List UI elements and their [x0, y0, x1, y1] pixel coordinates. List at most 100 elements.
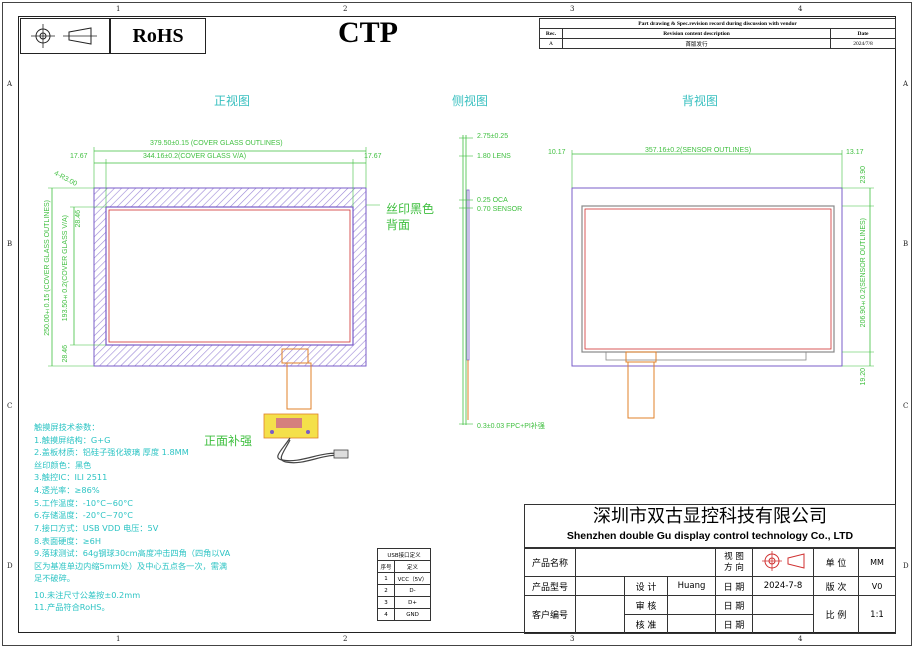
- tb-design-label: 设 计: [624, 576, 668, 596]
- tb-customer-no-label: 客户编号: [524, 595, 576, 634]
- zone-top-3: 3: [570, 5, 575, 13]
- callout-silk-black: 丝印黑色: [386, 202, 435, 216]
- revision-desc: 首版发行: [562, 38, 831, 49]
- tb-approve-date-value: [752, 614, 814, 634]
- dim-side-fpc: 0.3±0.03 FPC+PI补强: [477, 423, 545, 430]
- rohs-label: RoHS: [110, 18, 206, 54]
- tb-customer-no-value: [575, 595, 625, 634]
- tb-approve-label: 核 准: [624, 614, 668, 634]
- usb-row-1-n: 1: [377, 572, 395, 585]
- dim-cover-outline-height: 250.00±0.15 (COVER GLASS OUTLINES): [44, 200, 51, 336]
- revision-col-date: Date: [830, 28, 896, 39]
- revision-title: Part drawing & Spec.revision record duri…: [539, 18, 896, 29]
- front-view-title: 正视图: [214, 94, 251, 108]
- usb-col-index: 序号: [377, 560, 395, 573]
- dim-va-bottom: 28.46: [62, 345, 69, 363]
- tb-version-value: V0: [858, 576, 896, 596]
- revision-date: 2024/7/8: [830, 38, 896, 49]
- zone-right-a: A: [903, 80, 909, 88]
- cover-glass-va: [105, 206, 354, 346]
- tb-check-label: 审 核: [624, 595, 668, 615]
- zone-top-2: 2: [343, 5, 348, 13]
- dim-va-top: 28.46: [75, 210, 82, 228]
- back-cover-outline: [571, 187, 843, 367]
- company-name-en: Shenzhen double Gu display control techn…: [566, 530, 854, 542]
- usb-row-2-n: 2: [377, 584, 395, 597]
- tb-unit-value: MM: [858, 548, 896, 577]
- zone-bottom-3: 3: [570, 635, 575, 643]
- tb-view-direction-symbol: [752, 548, 814, 577]
- zone-left-a: A: [7, 80, 13, 88]
- spec-line-6: 5.工作温度：-10°C~60°C: [34, 498, 134, 508]
- usb-row-3-n: 3: [377, 596, 395, 609]
- spec-line-3: 丝印颜色：黑色: [34, 460, 92, 470]
- spec-line-13: 10.未注尺寸公差按±0.2mm: [34, 590, 141, 600]
- usb-row-4-d: GND: [394, 608, 431, 621]
- revision-col-desc: Revision content description: [562, 28, 831, 39]
- spec-line-7: 6.存储温度：-20°C~70°C: [34, 510, 134, 520]
- zone-top-4: 4: [798, 5, 803, 13]
- tb-check-value: [667, 595, 716, 615]
- tb-check-date-label: 日 期: [715, 595, 753, 615]
- title-block-table: 产品名称 视 图 方 向 单 位 MM 产品型号 设 计 Huang 日 期 2…: [524, 548, 896, 634]
- spec-line-12: 足不破碎。: [34, 573, 75, 583]
- zone-right-b: B: [903, 240, 909, 248]
- zone-left-d: D: [7, 562, 13, 570]
- dim-sensor-width: 357.16±0.2(SENSOR OUTLINES): [645, 147, 752, 154]
- spec-line-5: 4.透光率：≥86%: [34, 485, 100, 495]
- revision-table: Part drawing & Spec.revision record duri…: [539, 18, 896, 49]
- sensor-outline: [581, 205, 835, 353]
- dim-side-lens: 1.80 LENS: [477, 153, 511, 160]
- side-view-drawing: [459, 135, 473, 425]
- tb-unit-label: 单 位: [813, 548, 859, 577]
- usb-col-def: 定义: [394, 560, 431, 573]
- usb-row-2-d: D-: [394, 584, 431, 597]
- side-view-title: 侧视图: [452, 94, 489, 108]
- spec-title: 触摸屏技术参数：: [34, 422, 100, 432]
- dim-front-margin-right: 17.67: [364, 153, 382, 160]
- tb-date-value: 2024-7-8: [752, 576, 814, 596]
- zone-bottom-2: 2: [343, 635, 348, 643]
- zone-left-b: B: [7, 240, 13, 248]
- company-box: 深圳市双古显控科技有限公司 Shenzhen double Gu display…: [524, 504, 896, 548]
- usb-cable-drawing: [263, 413, 349, 464]
- zone-top-1: 1: [116, 5, 121, 13]
- dim-back-margin-right: 13.17: [846, 149, 864, 156]
- revision-rec: A: [539, 38, 563, 49]
- projection-symbol-small-icon: [762, 551, 805, 571]
- spec-line-10: 9.落球测试：64g钢球30cm高度冲击四角（四角以VA: [34, 548, 231, 558]
- dim-back-top: 23.90: [860, 166, 867, 184]
- back-view-drawing: [571, 150, 874, 419]
- spec-line-2: 2.盖板材质：铝硅子强化玻璃 厚度 1.8MM: [34, 447, 189, 457]
- tb-approve-date-label: 日 期: [715, 614, 753, 634]
- dim-back-margin-left: 10.17: [548, 149, 566, 156]
- tb-check-date-value: [752, 595, 814, 615]
- dim-side-oca: 0.25 OCA: [477, 197, 508, 204]
- dim-cover-outline-width: 379.50±0.15 (COVER GLASS OUTLINES): [150, 140, 283, 147]
- zone-left-c: C: [7, 402, 13, 410]
- zone-right-d: D: [903, 562, 909, 570]
- callout-front-patch: 正面补强: [204, 434, 253, 448]
- dim-back-bottom: 19.20: [860, 368, 867, 386]
- tb-product-model-value: [575, 576, 625, 596]
- projection-symbol-icon: [31, 24, 97, 48]
- spec-line-4: 3.触控IC：ILI 2511: [34, 472, 108, 482]
- tb-view-direction-label: 视 图 方 向: [715, 548, 753, 577]
- usb-row-3-d: D+: [394, 596, 431, 609]
- tb-product-name-label: 产品名称: [524, 548, 576, 577]
- dim-va-height: 193.50±0.2(COVER GLASS V/A): [62, 215, 69, 322]
- spec-line-14: 11.产品符合RoHS。: [34, 602, 110, 612]
- spec-line-1: 1.触摸屏结构：G+G: [34, 435, 111, 445]
- tb-scale-value: 1:1: [858, 595, 896, 634]
- zone-right-c: C: [903, 402, 909, 410]
- projection-symbol-box: [20, 18, 110, 54]
- zone-bottom-4: 4: [798, 635, 803, 643]
- usb-table-title: USB接口定义: [377, 548, 431, 561]
- company-name-cn: 深圳市双古显控科技有限公司: [593, 506, 827, 527]
- usb-row-1-d: VCC（5V）: [394, 572, 431, 585]
- callout-back-face: 背面: [386, 218, 411, 232]
- dim-cover-va-width: 344.16±0.2(COVER GLASS V/A): [143, 153, 247, 160]
- back-view-title: 背视图: [682, 94, 719, 108]
- dim-front-margin-left: 17.67: [70, 153, 88, 160]
